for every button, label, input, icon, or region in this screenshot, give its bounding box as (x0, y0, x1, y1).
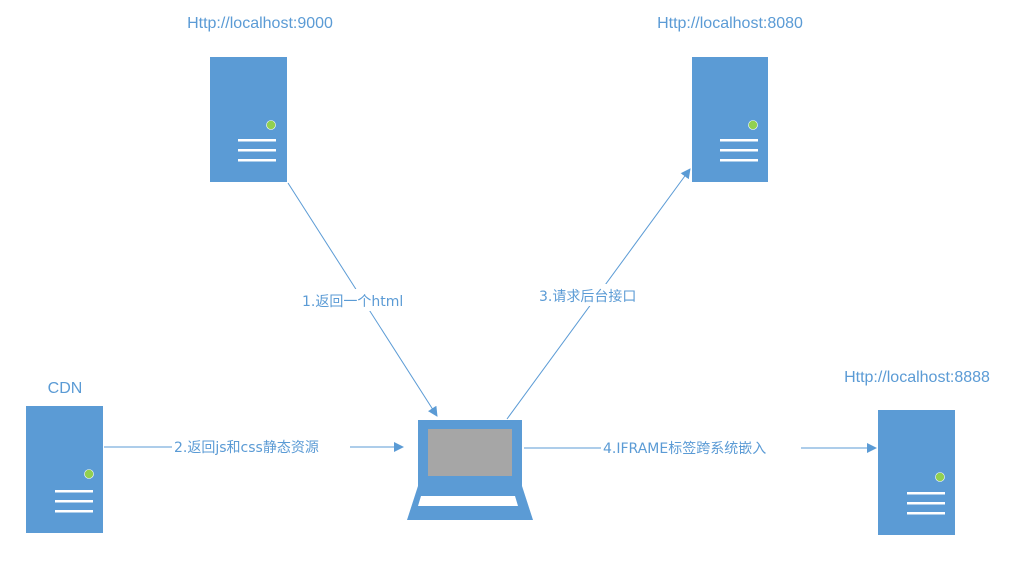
edge-1-label-group: 1.返回一个html (300, 289, 424, 311)
laptop-screen (428, 429, 512, 476)
edge-3-label-group: 3.请求后台接口 (537, 284, 665, 306)
edge-3-label: 3.请求后台接口 (539, 288, 636, 305)
edge-2-label: 2.返回js和css静态资源 (174, 440, 319, 456)
status-led-icon (266, 120, 276, 130)
edge-4-label: 4.IFRAME标签跨系统嵌入 (603, 440, 766, 457)
edge-1-label: 1.返回一个html (302, 294, 403, 310)
edge-4-label-group: 4.IFRAME标签跨系统嵌入 (601, 437, 801, 459)
server-icon (692, 57, 768, 182)
server-8888-label: Http://localhost:8888 (844, 369, 990, 386)
server-icon (26, 406, 103, 533)
status-led-icon (84, 469, 94, 479)
laptop-icon (407, 420, 533, 520)
edge-2-label-group: 2.返回js和css静态资源 (172, 436, 350, 458)
laptop-keyboard (418, 496, 518, 506)
status-led-icon (748, 120, 758, 130)
server-8080-label: Http://localhost:8080 (657, 15, 803, 32)
server-9000-label: Http://localhost:9000 (187, 15, 333, 32)
server-icon (210, 57, 287, 182)
server-icon (878, 410, 955, 535)
cdn-label: CDN (48, 380, 83, 397)
status-led-icon (935, 472, 945, 482)
